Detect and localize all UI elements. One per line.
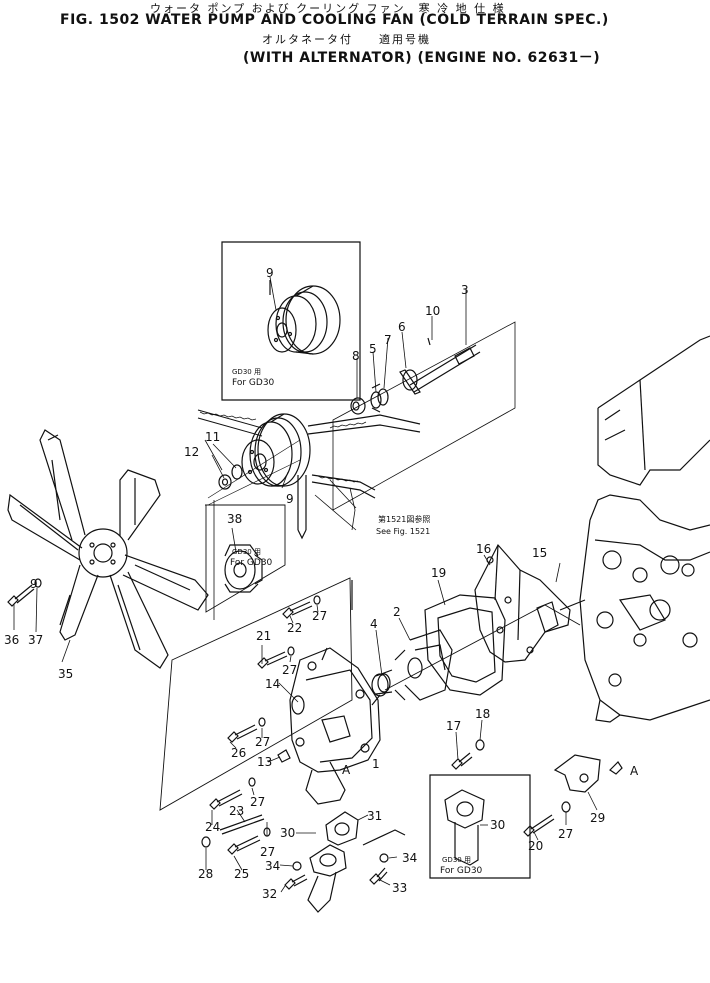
notes: GD30 用 For GD30 GD30 用 For GD30 第1521図参照… bbox=[230, 368, 483, 876]
callout-22: 22 bbox=[287, 621, 302, 635]
callout-30-inset: 30 bbox=[490, 818, 505, 832]
callout-9-washer: 9 bbox=[30, 577, 38, 591]
callout-9: 9 bbox=[286, 492, 294, 506]
callout-11: 11 bbox=[205, 430, 220, 444]
v-belt bbox=[197, 409, 421, 540]
callout-17: 17 bbox=[446, 719, 461, 733]
note-for-gd30: For GD30 bbox=[232, 378, 275, 388]
callout-26: 26 bbox=[231, 746, 246, 760]
note-gd30-jp: GD30 用 bbox=[232, 368, 261, 376]
leader-lines bbox=[13, 276, 598, 893]
bolt-33-washer-34 bbox=[369, 853, 389, 885]
callout-21: 21 bbox=[256, 629, 271, 643]
callout-ref-a: A bbox=[342, 763, 351, 777]
figure-subtitle: (WITH ALTERNATOR) (ENGINE NO. 62631－) bbox=[243, 50, 601, 66]
callout-28: 28 bbox=[198, 867, 213, 881]
mounting-plate bbox=[474, 543, 571, 663]
note-gd30-jp-2: GD30 用 bbox=[232, 548, 261, 556]
callout-29: 29 bbox=[590, 811, 605, 825]
callout-12: 12 bbox=[184, 445, 199, 459]
callout-9-inset: 9 bbox=[266, 266, 274, 280]
callout-19: 19 bbox=[431, 566, 446, 580]
note-gd30-jp-3: GD30 用 bbox=[442, 856, 471, 864]
note-fig1521-jp: 第1521図参照 bbox=[378, 514, 430, 524]
callout-6: 6 bbox=[398, 320, 406, 334]
bolt-22-washer-27 bbox=[282, 595, 321, 619]
bolt-36-washer-37 bbox=[7, 578, 42, 607]
callout-1: 1 bbox=[372, 757, 380, 771]
figure-title: FIG. 1502 WATER PUMP AND COOLING FAN (CO… bbox=[60, 12, 609, 28]
nut-28 bbox=[201, 836, 211, 848]
pump-shaft-assembly bbox=[332, 321, 516, 511]
callout-18: 18 bbox=[475, 707, 490, 721]
callout-27-e: 27 bbox=[260, 845, 275, 859]
water-pump-body bbox=[289, 647, 381, 805]
bolt-26-washer-27 bbox=[227, 717, 266, 743]
engine-block-outline bbox=[559, 335, 710, 723]
fan-pulley bbox=[207, 413, 311, 506]
callout-34-a: 34 bbox=[265, 859, 280, 873]
bolt-17-washer-18 bbox=[451, 739, 485, 770]
callout-24: 24 bbox=[205, 820, 220, 834]
bolt-24-washer-27 bbox=[209, 777, 256, 810]
callout-7: 7 bbox=[384, 333, 392, 347]
callout-numbers: 9 3 10 6 7 5 8 11 12 9 38 16 15 19 36 37… bbox=[4, 266, 639, 901]
inset-spacer-gd30 bbox=[205, 500, 286, 620]
callout-27-f: 27 bbox=[558, 827, 573, 841]
stud-23 bbox=[219, 814, 265, 835]
note-for-gd30-3: For GD30 bbox=[440, 866, 483, 876]
callout-14: 14 bbox=[265, 677, 280, 691]
water-outlet bbox=[284, 811, 406, 913]
seal-and-impeller bbox=[371, 629, 453, 701]
inset-pulley-gd30 bbox=[221, 241, 361, 401]
callout-34-b: 34 bbox=[402, 851, 417, 865]
callout-27-b: 27 bbox=[282, 663, 297, 677]
callout-20: 20 bbox=[528, 839, 543, 853]
title-japanese-line2: オルタネータ付 適用号機 bbox=[262, 33, 431, 46]
callout-33: 33 bbox=[392, 881, 407, 895]
inset-outlet-gd30 bbox=[429, 774, 531, 879]
plug-13 bbox=[277, 749, 291, 763]
callout-16: 16 bbox=[476, 542, 491, 556]
callout-31: 31 bbox=[367, 809, 382, 823]
callout-35: 35 bbox=[58, 667, 73, 681]
callout-38: 38 bbox=[227, 512, 242, 526]
cooling-fan bbox=[7, 429, 209, 669]
note-for-gd30-2: For GD30 bbox=[230, 558, 273, 568]
callout-37: 37 bbox=[28, 633, 43, 647]
callout-25: 25 bbox=[234, 867, 249, 881]
callout-2: 2 bbox=[393, 605, 401, 619]
callout-4: 4 bbox=[370, 617, 378, 631]
bracket-29 bbox=[553, 754, 623, 793]
gasket bbox=[424, 594, 506, 696]
callout-10: 10 bbox=[425, 304, 440, 318]
callout-3: 3 bbox=[461, 283, 469, 297]
callout-36: 36 bbox=[4, 633, 19, 647]
callout-27-c: 27 bbox=[255, 735, 270, 749]
callout-13: 13 bbox=[257, 755, 272, 769]
callout-15: 15 bbox=[532, 546, 547, 560]
callout-23: 23 bbox=[229, 804, 244, 818]
note-see-fig1521: See Fig. 1521 bbox=[376, 527, 430, 536]
callout-ref-a-2: A bbox=[630, 764, 639, 778]
callout-27-d: 27 bbox=[250, 795, 265, 809]
callout-32: 32 bbox=[262, 887, 277, 901]
callout-27-a: 27 bbox=[312, 609, 327, 623]
callout-8: 8 bbox=[352, 349, 360, 363]
callout-5: 5 bbox=[369, 342, 377, 356]
callout-30: 30 bbox=[280, 826, 295, 840]
title-japanese-line1: ウォータ ポンプ および クーリング ファン 寒 冷 地 仕 様 bbox=[150, 2, 506, 15]
